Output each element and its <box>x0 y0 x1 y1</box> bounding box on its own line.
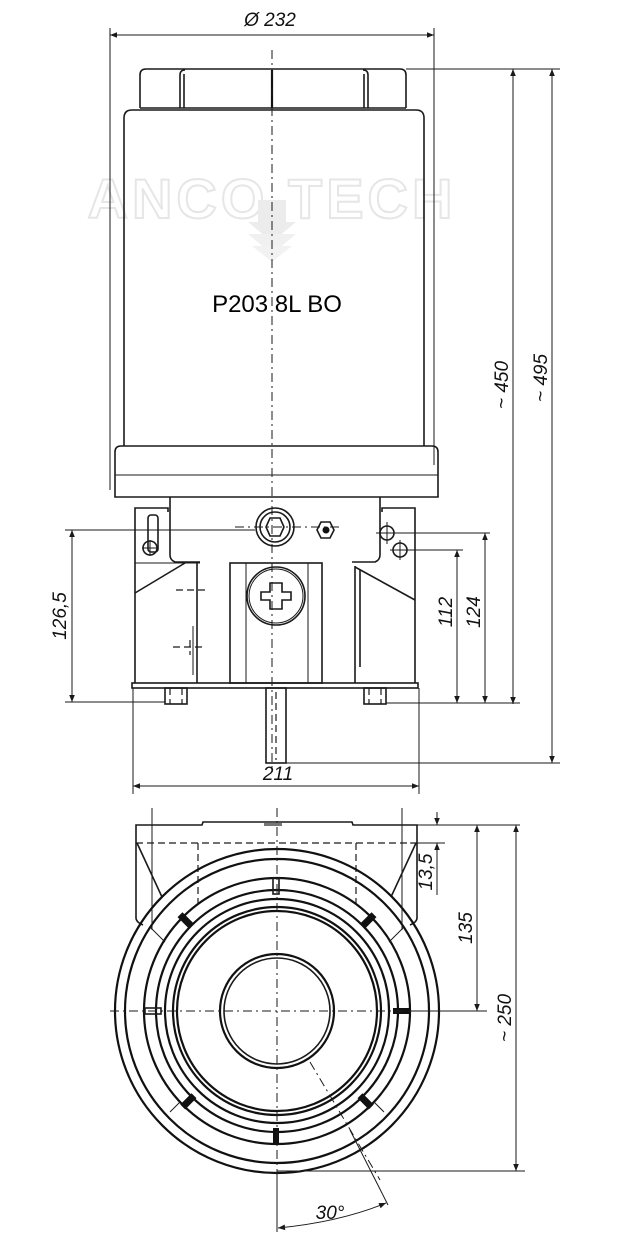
dim-label-base-height: 126,5 <box>50 592 71 640</box>
model-label: P203 8L BO <box>212 291 342 318</box>
outlet-marker-top <box>272 877 280 895</box>
dim-label-top-diameter: Ø 232 <box>243 10 296 31</box>
grease-nipple-icon <box>316 521 335 539</box>
dim-outlet-angle: 30° <box>276 1129 389 1232</box>
outlet-marker-bottom-left <box>180 1093 197 1110</box>
watermark-logo: ANCO TECH <box>87 166 453 262</box>
reservoir-body <box>123 109 425 446</box>
dim-label-reservoir-height: ~ 450 <box>492 361 513 410</box>
dim-label-total-height: ~ 495 <box>531 354 552 403</box>
dim-base-width: 211 <box>132 688 420 794</box>
pump-housing <box>131 497 419 764</box>
plan-view: 13,5 135 ~ 250 30° <box>110 808 525 1232</box>
dim-overall-depth: ~ 250 <box>277 825 525 1172</box>
dim-label-base-width: 211 <box>262 764 293 785</box>
phillips-screw-icon <box>260 582 292 610</box>
angle-reference-line <box>309 1061 381 1181</box>
outlet-marker-top-left <box>177 912 194 929</box>
dim-heights: ~ 450 ~ 495 <box>286 68 560 764</box>
dim-label-outlet-112: 112 <box>436 596 457 627</box>
outlet-marker-bottom-right <box>357 1093 374 1110</box>
outlet-marker-bottom <box>273 1128 279 1144</box>
dim-label-flange-depth: 135 <box>456 912 477 944</box>
dim-label-flange-offset: 13,5 <box>416 853 437 890</box>
dim-label-outlet-124: 124 <box>464 596 485 628</box>
dim-outlet-heights: 112 124 <box>386 532 520 704</box>
dim-flange-depth: 135 <box>409 825 487 1012</box>
outlet-markers <box>144 877 409 1144</box>
dim-base-height-left: 126,5 <box>50 529 255 703</box>
reservoir-lid <box>139 68 407 109</box>
reservoir-base-band <box>114 445 439 498</box>
dim-top-diameter: Ø 232 <box>109 10 435 490</box>
dim-label-overall-depth: ~ 250 <box>495 994 516 1043</box>
dim-flange-offset: 13,5 <box>410 812 520 895</box>
front-elevation-view: ANCO TECH P203 8L <box>50 10 560 794</box>
outlet-marker-top-right <box>360 912 377 929</box>
dim-label-outlet-angle: 30° <box>316 1203 345 1224</box>
